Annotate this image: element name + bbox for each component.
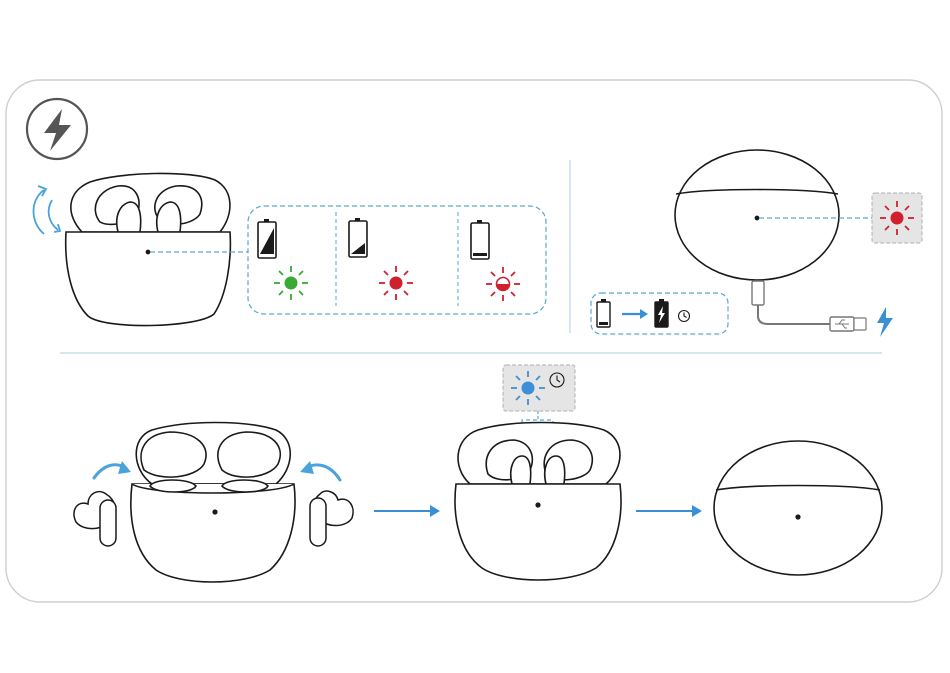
battery-icon bbox=[655, 299, 668, 327]
led-light-icon bbox=[274, 266, 308, 300]
open-case-with-earbuds bbox=[455, 423, 621, 581]
closed-case bbox=[714, 441, 882, 575]
open-case-inserting bbox=[131, 423, 295, 583]
lightning-icon bbox=[27, 99, 87, 159]
battery-icon bbox=[471, 220, 489, 259]
led-light-icon bbox=[511, 371, 545, 405]
open-case-left bbox=[66, 173, 231, 325]
closed-case-charging bbox=[675, 150, 839, 280]
battery-icon bbox=[597, 299, 610, 327]
led-blinking-icon bbox=[486, 267, 520, 301]
led-light-icon bbox=[880, 201, 914, 235]
led-light-icon bbox=[379, 266, 413, 300]
battery-icon bbox=[349, 218, 367, 257]
battery-icon bbox=[258, 219, 276, 258]
